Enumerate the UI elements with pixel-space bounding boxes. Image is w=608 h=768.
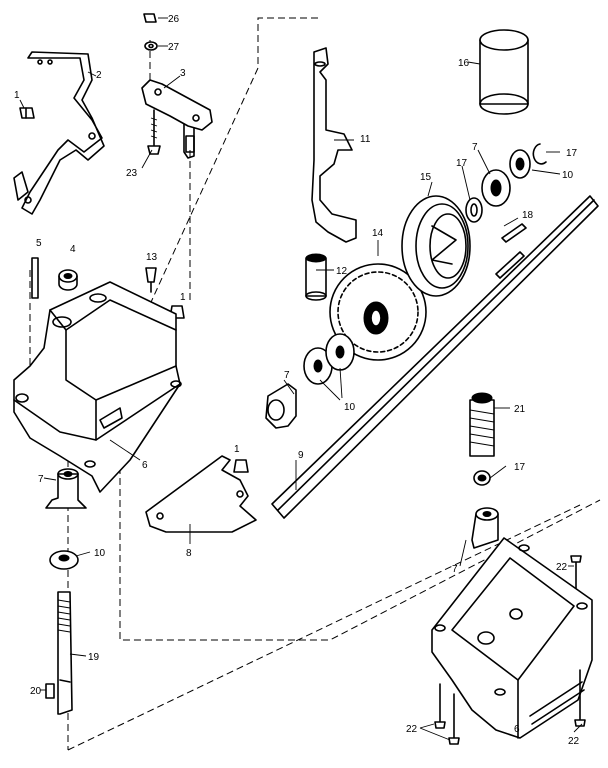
- bearing-part-7-right: [481, 169, 511, 207]
- callout-26: 26: [168, 14, 180, 25]
- callout-7-left: 7: [38, 474, 44, 485]
- bearing-part-7-center: [265, 383, 297, 429]
- callout-20: 20: [30, 686, 42, 697]
- ring-part-17-a: [465, 197, 483, 223]
- callout-10-right: 10: [562, 170, 574, 181]
- gear-part-14: [329, 263, 427, 361]
- callout-10-center: 10: [344, 402, 356, 413]
- bracket-part-2: [13, 51, 105, 215]
- ring-part-17-c: [473, 470, 491, 486]
- callout-22-bottom-left: 22: [406, 724, 418, 735]
- callout-13: 13: [146, 252, 158, 263]
- bushing-part-12: [305, 253, 327, 301]
- callout-15: 15: [420, 172, 432, 183]
- callout-3: 3: [180, 68, 186, 79]
- callout-18: 18: [522, 210, 534, 221]
- callout-1-mid: 1: [180, 292, 186, 303]
- callout-11: 11: [360, 134, 371, 145]
- callout-19: 19: [88, 652, 100, 663]
- callout-22-bottom-right: 22: [568, 736, 580, 747]
- callout-1-top: 1: [14, 90, 20, 101]
- pin-part-5: [31, 257, 39, 299]
- nut-part-1-plate: [233, 459, 249, 473]
- callout-14: 14: [372, 228, 384, 239]
- callout-1-plate: 1: [234, 444, 240, 455]
- callout-4: 4: [70, 244, 76, 255]
- callout-7-right: 7: [472, 142, 478, 153]
- nut-part-1-top: [19, 107, 35, 119]
- bearing-part-7-left: [45, 468, 87, 509]
- washer-part-27: [144, 41, 158, 51]
- screw-part-23: [147, 109, 161, 155]
- callout-7-lower: 7: [452, 564, 458, 575]
- callout-17-mid: 17: [456, 158, 468, 169]
- leader-lines: [19, 17, 583, 741]
- callout-8: 8: [186, 548, 192, 559]
- housing-part-6-upper: [13, 281, 182, 493]
- housing-part-6-lower: [431, 537, 593, 739]
- worm-part-21: [469, 392, 495, 457]
- callout-21: 21: [514, 404, 526, 415]
- key-part-18: [501, 223, 527, 243]
- callout-22-right: 22: [556, 562, 568, 573]
- callout-10-left: 10: [94, 548, 106, 559]
- nut-part-26: [143, 13, 157, 23]
- callout-23: 23: [126, 168, 138, 179]
- screw-part-22-bottom-left: [434, 683, 460, 745]
- callout-16: 16: [458, 58, 470, 69]
- callout-27: 27: [168, 42, 180, 53]
- bushing-part-4: [58, 269, 78, 291]
- shaft-part-9: [271, 195, 599, 519]
- bearing-part-7-lower: [471, 507, 499, 549]
- callout-labels: 26 27 2 3 1 23 16 11 7 17 17 10 15 18 14…: [14, 14, 580, 747]
- fitting-part-13: [145, 267, 157, 293]
- screw-part-22-bottom-right: [574, 669, 586, 727]
- washer-part-10-center: [303, 333, 355, 385]
- callout-12: 12: [336, 266, 348, 277]
- sleeve-part-16: [479, 29, 529, 115]
- callout-17-top: 17: [566, 148, 578, 159]
- shaft-part-19: [57, 591, 73, 715]
- clip-part-20: [45, 683, 55, 699]
- callout-17-lower: 17: [514, 462, 526, 473]
- callout-9: 9: [298, 450, 304, 461]
- callout-6-upper: 6: [142, 460, 148, 471]
- pulley-part-15: [401, 195, 471, 297]
- screw-part-22-right: [570, 555, 582, 589]
- callout-6-lower: 6: [514, 724, 520, 735]
- washer-part-10-left: [49, 550, 79, 570]
- callout-7-center: 7: [284, 370, 290, 381]
- callout-5: 5: [36, 238, 42, 249]
- ring-part-17-b: [532, 143, 547, 165]
- washer-part-10-right: [509, 149, 531, 179]
- plate-part-8: [145, 455, 257, 533]
- lever-part-3: [141, 79, 213, 159]
- callout-2: 2: [96, 70, 102, 81]
- shift-fork-part-11: [311, 47, 357, 243]
